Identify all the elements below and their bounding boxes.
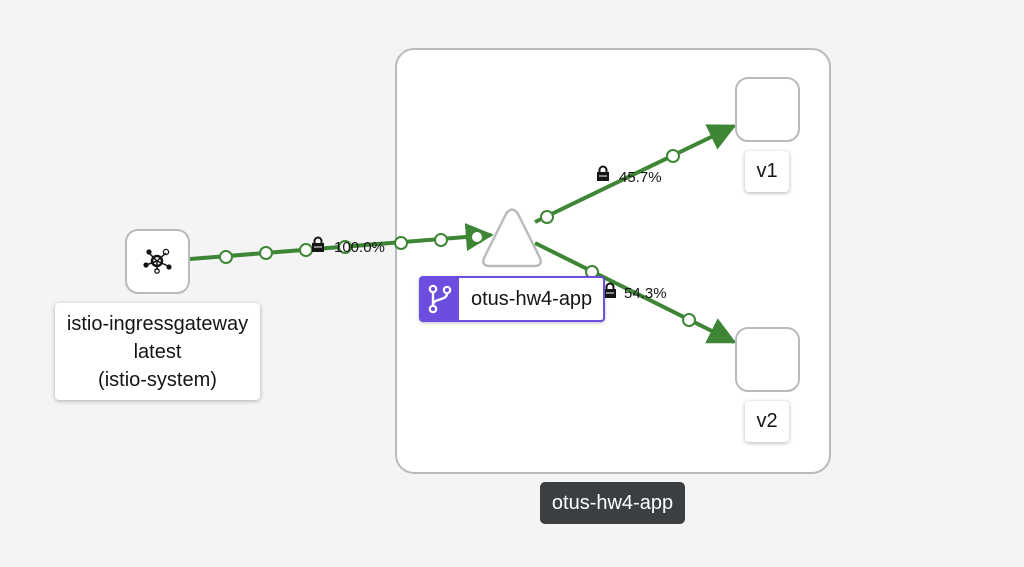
v1-node-label: v1 [745, 151, 789, 192]
traffic-dot [394, 236, 408, 250]
traffic-dot [259, 246, 273, 260]
edge-ingress-to-service[interactable]: 100.0% [189, 223, 494, 264]
edge-label-ingress: 100.0% [334, 239, 385, 256]
v2-node-label: v2 [745, 401, 789, 442]
traffic-dot [470, 230, 484, 244]
ingress-node[interactable] [125, 229, 190, 294]
edge-label-v1: 45.7% [619, 169, 662, 186]
v1-node[interactable] [735, 77, 800, 142]
traffic-dot [299, 243, 313, 257]
ingress-node-label: istio-ingressgateway latest (istio-syste… [55, 303, 260, 400]
edge-service-to-v1[interactable]: 45.7% [534, 124, 737, 224]
traffic-dot [338, 240, 352, 254]
lock-icon [597, 165, 609, 181]
traffic-dot [219, 250, 233, 264]
traffic-dot [540, 210, 554, 224]
edge-label-v2: 54.3% [624, 285, 667, 302]
gateway-icon [143, 248, 172, 274]
v2-node[interactable] [735, 327, 800, 392]
service-node[interactable] [482, 208, 542, 268]
ingress-version: latest [133, 341, 182, 363]
lock-icon [312, 236, 324, 252]
service-name: otus-hw4-app [471, 287, 593, 310]
traffic-dot [682, 313, 696, 327]
app-group-box[interactable] [395, 48, 831, 474]
traffic-dot [434, 233, 448, 247]
branch-icon [421, 278, 459, 320]
ingress-namespace: (istio-system) [98, 369, 217, 391]
app-group-label[interactable]: otus-hw4-app [540, 482, 685, 524]
traffic-dot [666, 149, 680, 163]
lock-icon [604, 282, 616, 298]
ingress-name: istio-ingressgateway [66, 313, 249, 335]
edge-service-to-v2[interactable]: 54.3% [534, 241, 737, 344]
service-node-label[interactable]: otus-hw4-app [419, 276, 605, 322]
